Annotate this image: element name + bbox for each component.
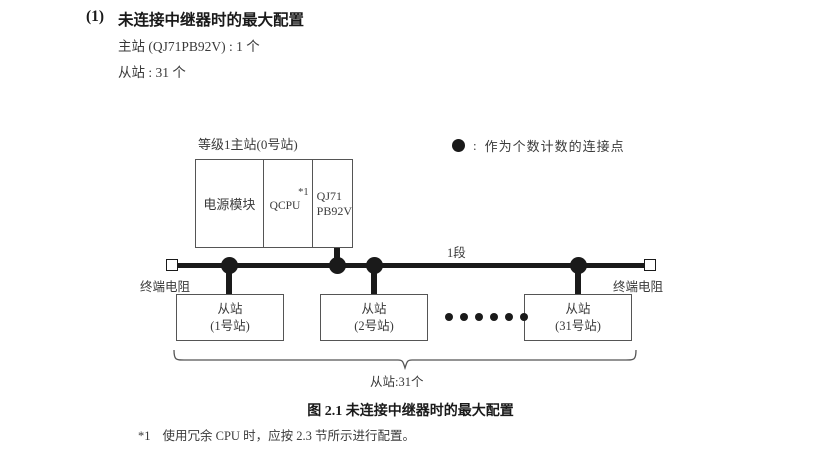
slave-group-label: 从站:31个 xyxy=(370,375,424,389)
slave-station-number: (1号站) xyxy=(210,318,250,333)
ellipsis-dot xyxy=(520,313,528,321)
footnote: *1 使用冗余 CPU 时，应按 2.3 节所示进行配置。 xyxy=(138,425,415,444)
footnote-marker: *1 xyxy=(138,429,151,443)
network-module-line1: QJ71 xyxy=(316,188,342,203)
legend-colon: : xyxy=(473,137,477,153)
slave-drop-line xyxy=(371,265,377,295)
ellipsis-dot xyxy=(460,313,468,321)
page-title: 未连接中继器时的最大配置 xyxy=(118,12,305,29)
bus-trunk-line xyxy=(174,263,650,268)
slave-station-title: 从站 xyxy=(361,301,387,316)
network-module-line2: PB92V xyxy=(316,203,352,218)
slave-drop-line xyxy=(226,265,232,295)
ellipsis-dot xyxy=(445,313,453,321)
legend: : 作为个数计数的连接点 xyxy=(452,136,625,155)
legend-label: 作为个数计数的连接点 xyxy=(484,139,625,154)
ellipsis-dot xyxy=(475,313,483,321)
slave-station-box: 从站 (1号站) xyxy=(176,294,284,341)
cpu-module-cell: QCPU *1 xyxy=(264,160,313,247)
slave-station-box: 从站 (2号站) xyxy=(320,294,428,341)
spec-master-count: 主站 (QJ71PB92V) : 1 个 xyxy=(118,39,260,54)
figure-caption: 图 2.1 未连接中继器时的最大配置 xyxy=(307,404,514,419)
connection-point-icon xyxy=(329,257,346,274)
connection-point-icon xyxy=(221,257,238,274)
cpu-module-label: QCPU xyxy=(269,200,301,212)
terminator-right-label: 终端电阻 xyxy=(613,280,664,294)
slave-station-box: 从站 (31号站) xyxy=(524,294,632,341)
cpu-footnote-marker: *1 xyxy=(298,187,309,198)
segment-label: 1段 xyxy=(447,246,466,260)
master-station-box: 电源模块 QCPU *1 QJ71 PB92V xyxy=(195,159,353,248)
power-supply-module-cell: 电源模块 xyxy=(196,160,264,247)
network-module-cell: QJ71 PB92V xyxy=(313,160,352,247)
power-supply-module-label: 电源模块 xyxy=(203,197,256,212)
hollow-square-icon xyxy=(166,259,178,271)
spec-slave-count: 从站 : 31 个 xyxy=(118,65,186,80)
ellipsis-dot xyxy=(490,313,498,321)
slave-station-number: (31号站) xyxy=(555,318,601,333)
network-module-label: QJ71 PB92V xyxy=(317,189,352,219)
footnote-text: 使用冗余 CPU 时，应按 2.3 节所示进行配置。 xyxy=(162,429,415,443)
master-station-label: 等级1主站(0号站) xyxy=(198,137,298,152)
ellipsis-dots-icon xyxy=(445,313,528,321)
filled-circle-icon xyxy=(452,139,465,152)
slave-station-title: 从站 xyxy=(217,301,243,316)
heading-number: (1) xyxy=(86,8,105,25)
terminator-left-label: 终端电阻 xyxy=(140,280,191,294)
ellipsis-dot xyxy=(505,313,513,321)
connection-point-icon xyxy=(366,257,383,274)
slave-station-title: 从站 xyxy=(565,301,591,316)
connection-point-icon xyxy=(570,257,587,274)
hollow-square-icon xyxy=(644,259,656,271)
slave-group-brace xyxy=(173,349,637,370)
slave-drop-line xyxy=(575,265,581,295)
slave-station-number: (2号站) xyxy=(354,318,394,333)
